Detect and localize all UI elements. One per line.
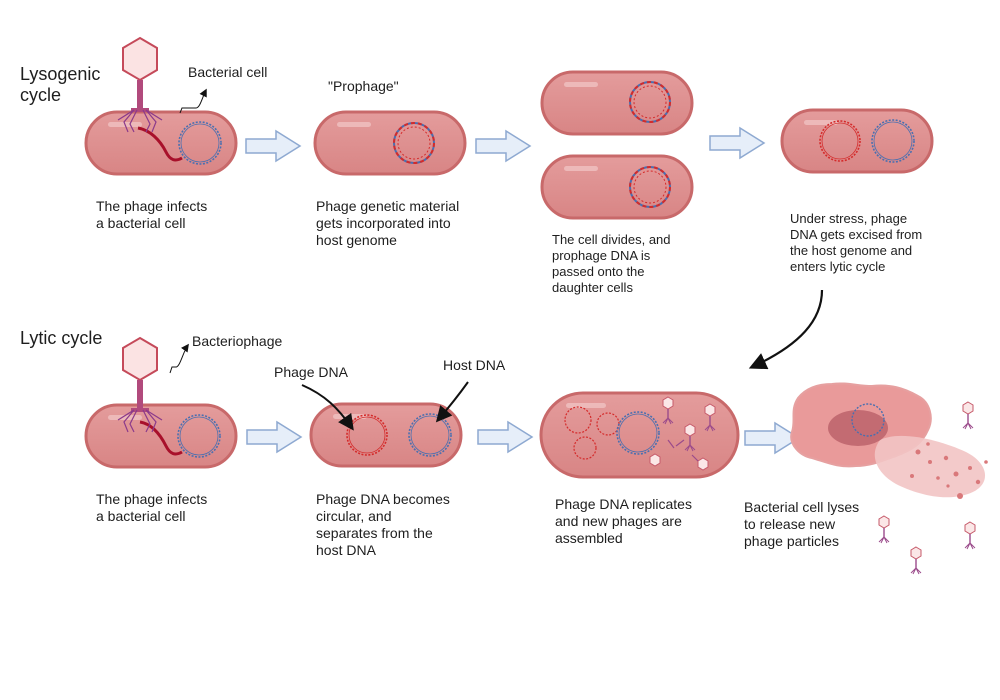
callout-phage-dna: Phage DNA <box>274 364 348 380</box>
caption-line: and new phages are <box>555 513 682 529</box>
prophage-label: "Prophage" <box>328 78 399 94</box>
released-phage-icon <box>878 515 890 544</box>
lysogenic-step1-cell <box>84 110 238 176</box>
caption-line: Phage DNA replicates <box>555 496 692 512</box>
step-arrow <box>475 130 531 162</box>
caption-line: DNA gets excised from <box>790 227 923 242</box>
released-phage-icon <box>964 521 976 550</box>
caption-line: host DNA <box>316 542 376 558</box>
caption-line: passed onto the <box>552 264 645 279</box>
caption-line: assembled <box>555 530 623 546</box>
lytic-step1-caption: The phage infects a bacterial cell <box>96 491 207 525</box>
caption-line: a bacterial cell <box>96 215 186 231</box>
callout-host-dna: Host DNA <box>443 357 506 373</box>
lysogenic-step3-cell-top <box>540 70 694 136</box>
caption-line: enters lytic cycle <box>790 259 886 274</box>
released-phage-icon <box>910 546 922 575</box>
step-arrow <box>245 130 301 162</box>
caption-line: The phage infects <box>96 198 208 214</box>
lytic-step2-caption: Phage DNA becomes circular, and separate… <box>316 491 450 559</box>
lysogenic-step2-caption: Phage genetic material gets incorporated… <box>316 198 459 249</box>
caption-line: Phage DNA becomes <box>316 491 450 507</box>
lytic-step4-caption: Bacterial cell lyses to release new phag… <box>744 499 859 550</box>
caption-line: gets incorporated into <box>316 215 451 231</box>
lysed-cell <box>790 382 988 499</box>
lysogenic-step4-cell <box>780 108 934 174</box>
lysogenic-cycle-title: Lysogenic cycle <box>20 64 100 106</box>
callout-arrow-phage-dna <box>301 384 354 431</box>
caption-line: daughter cells <box>552 280 633 295</box>
lysogenic-title-line1: Lysogenic <box>20 64 101 84</box>
step-arrow <box>246 421 302 453</box>
caption-line: the host genome and <box>790 243 913 258</box>
lysogenic-step2-cell <box>313 110 467 176</box>
callout-arrow-host-dna <box>435 381 469 423</box>
lysogenic-step3-cell-bottom <box>540 154 694 220</box>
lytic-step3-cell <box>539 391 740 479</box>
lytic-cycle-title: Lytic cycle <box>20 328 103 348</box>
lytic-step3-caption: Phage DNA replicates and new phages are … <box>555 496 692 547</box>
callout-bacterial-cell: Bacterial cell <box>188 64 268 80</box>
caption-line: Bacterial cell lyses <box>744 499 860 515</box>
caption-line: Under stress, phage <box>790 211 908 226</box>
lysogenic-step1-caption: The phage infects a bacterial cell <box>96 198 207 232</box>
caption-line: to release new <box>744 516 836 532</box>
step-arrow <box>709 127 765 159</box>
caption-line: The cell divides, and <box>552 232 671 247</box>
caption-line: prophage DNA is <box>552 248 651 263</box>
caption-line: separates from the <box>316 525 433 541</box>
caption-line: circular, and <box>316 508 392 524</box>
caption-line: Phage genetic material <box>316 198 460 214</box>
lysogenic-step4-caption: Under stress, phage DNA gets excised fro… <box>790 211 922 275</box>
callout-arrow-bacteriophage <box>169 343 189 374</box>
caption-line: phage particles <box>744 533 839 549</box>
lytic-step1-cell <box>84 403 238 469</box>
callout-bacteriophage: Bacteriophage <box>192 333 283 349</box>
caption-line: The phage infects <box>96 491 208 507</box>
caption-line: a bacterial cell <box>96 508 186 524</box>
step-arrow <box>477 421 533 453</box>
injected-phage-dna <box>137 126 183 162</box>
lysogenic-title-line2: cycle <box>20 85 62 105</box>
lysogenic-step3-caption: The cell divides, and prophage DNA is pa… <box>552 232 671 296</box>
caption-line: host genome <box>316 232 397 248</box>
to-lytic-cycle-arrow <box>748 289 824 370</box>
lytic-step2-cell <box>309 402 463 468</box>
callout-arrow-bacterial-cell <box>179 88 207 114</box>
released-phage-icon <box>962 401 974 430</box>
